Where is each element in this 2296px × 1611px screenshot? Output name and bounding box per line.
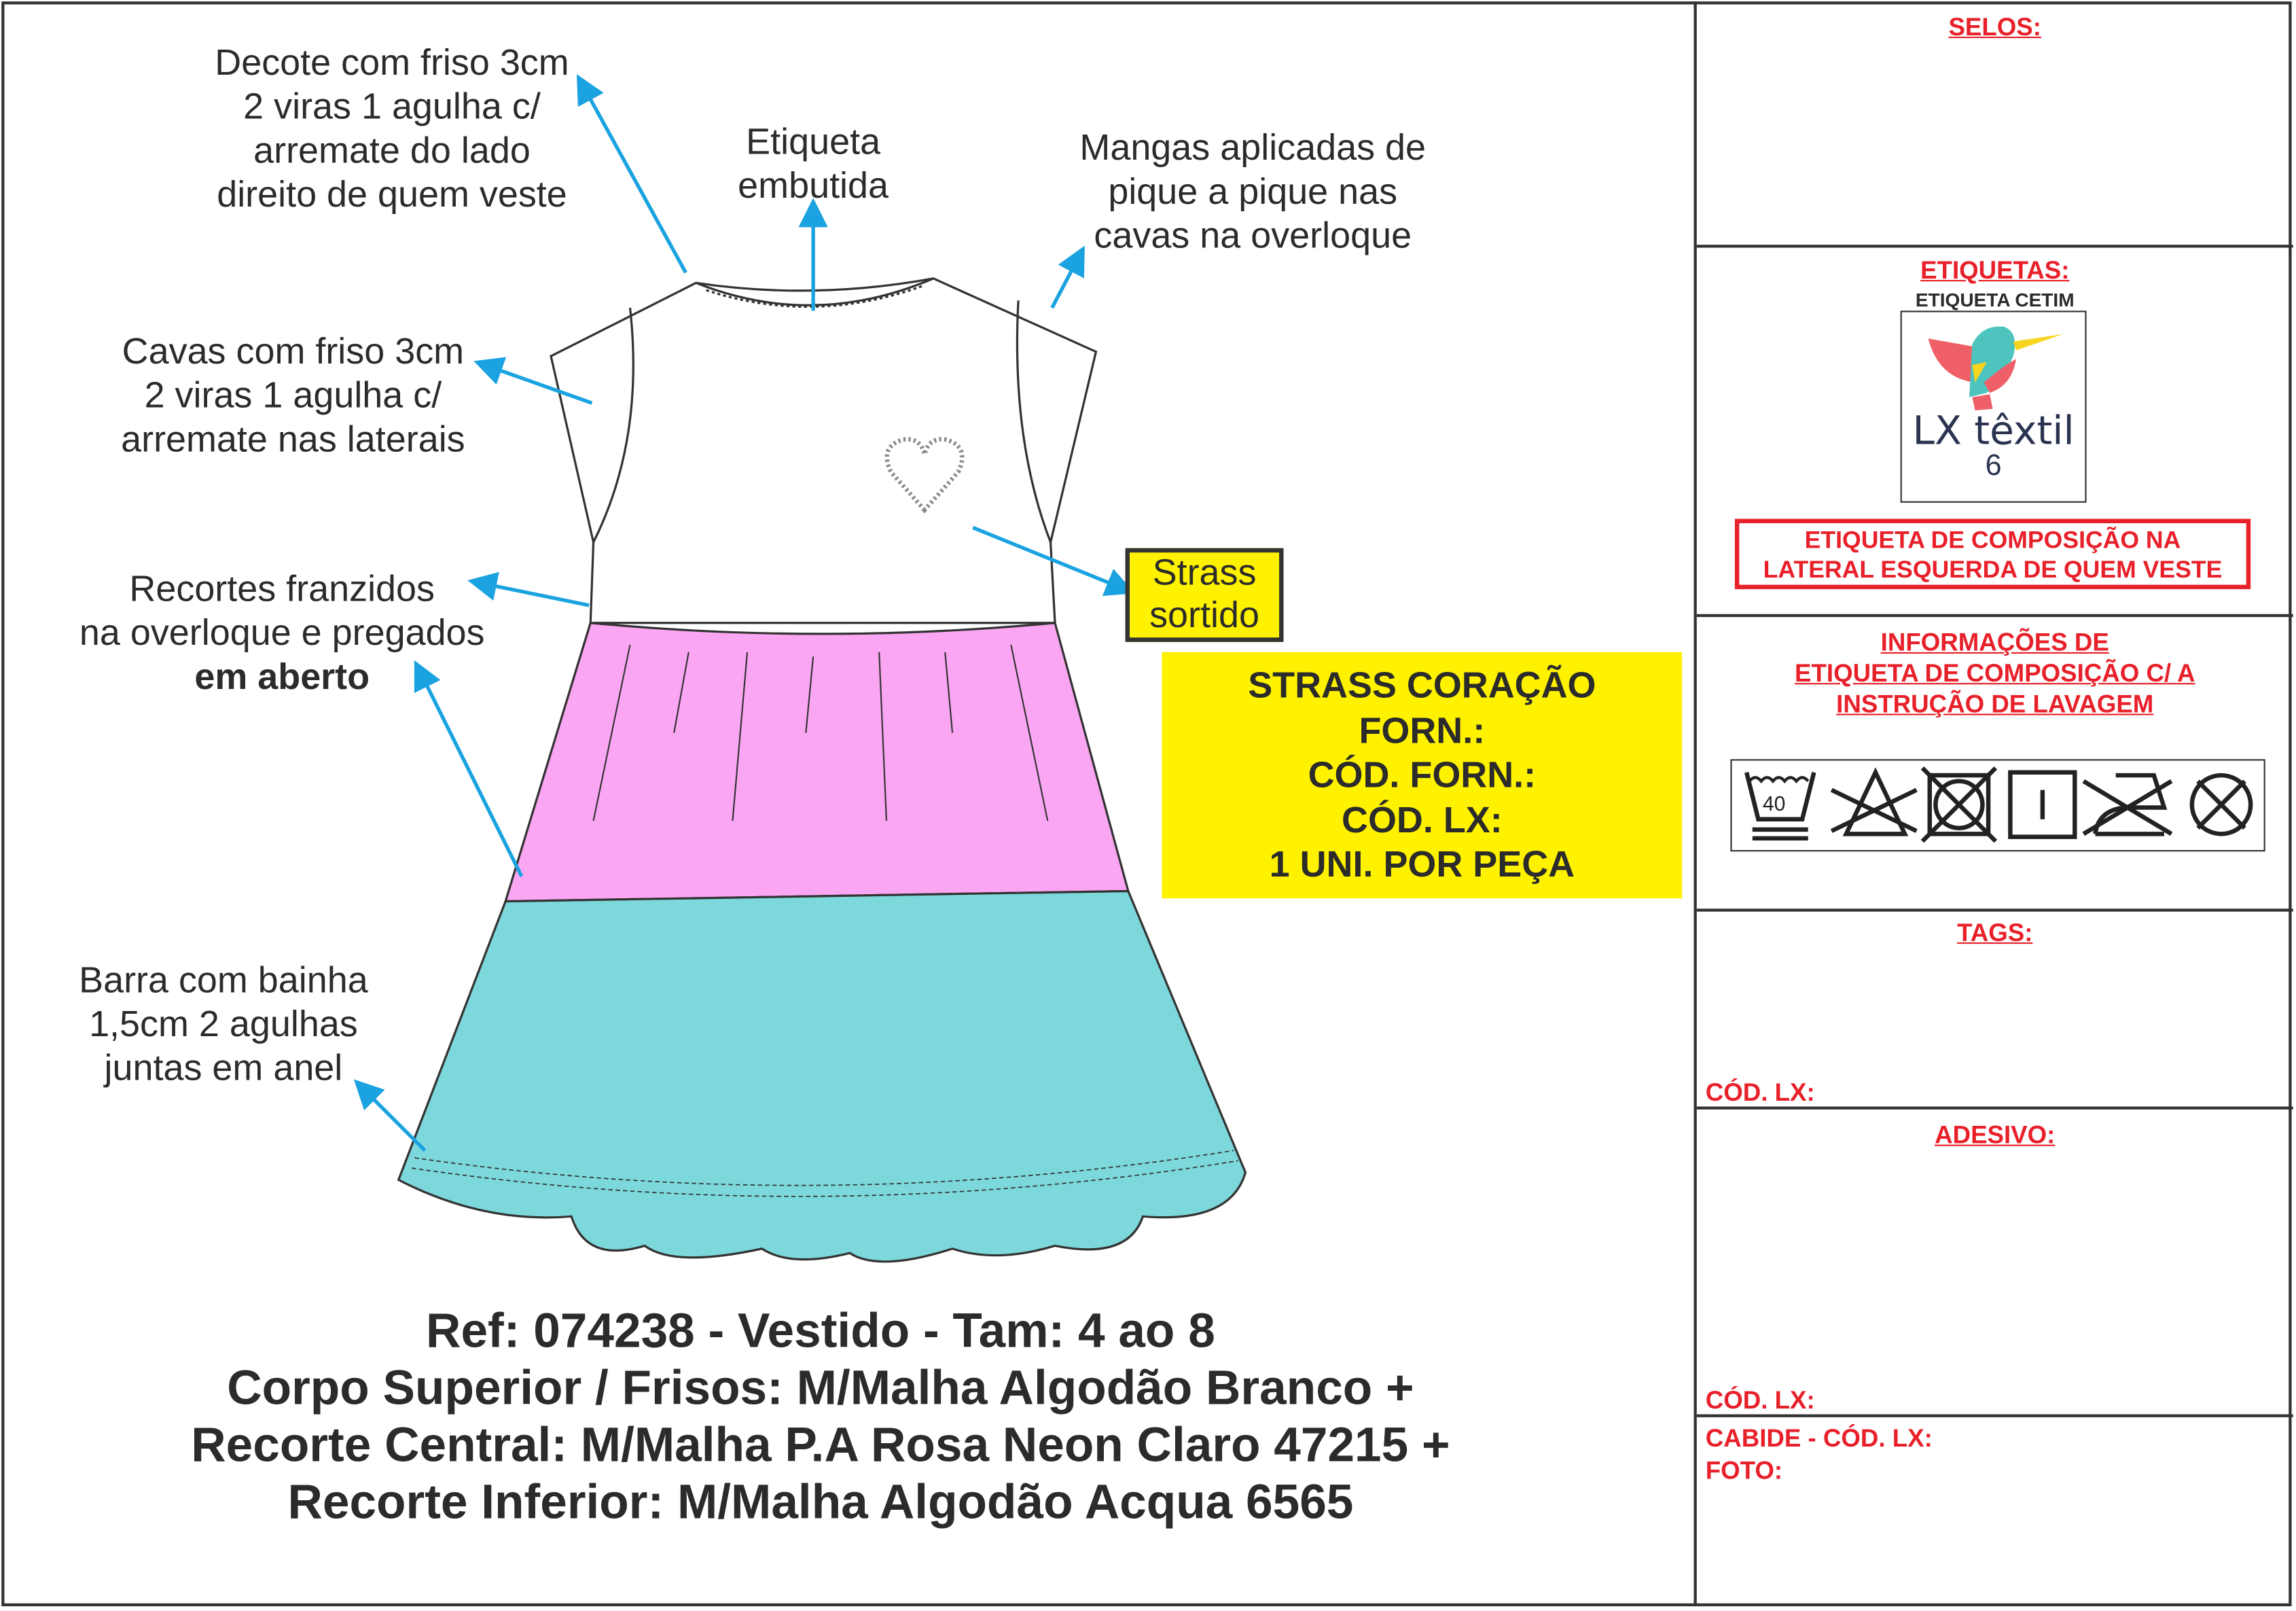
text: STRASS CORAÇÃO	[1248, 665, 1596, 707]
text: direito de quem veste	[217, 174, 567, 216]
logo-size: 6	[1985, 450, 2002, 482]
text: ETIQUETA DE COMPOSIÇÃO NA	[1804, 527, 2181, 554]
text: arremate nas laterais	[121, 419, 465, 461]
text: Recorte Central: M/Malha P.A Rosa Neon C…	[191, 1417, 1450, 1472]
text: CÓD. FORN.:	[1308, 754, 1537, 796]
hummingbird-icon	[1928, 326, 2064, 410]
text: juntas em anel	[104, 1048, 343, 1089]
text: arremate do lado	[253, 130, 531, 172]
text: FORN.:	[1359, 710, 1486, 751]
logo-text: LX têxtil	[1912, 408, 2075, 455]
no-iron-icon	[2082, 773, 2173, 836]
section-etiquetas: ETIQUETAS: ETIQUETA CETIM LX têxtil 6 ET…	[1696, 248, 2293, 618]
heading: ETIQUETAS:	[1920, 256, 2070, 285]
text: 1,5cm 2 agulhas	[89, 1004, 358, 1045]
section-adesivo: ADESIVO: CÓD. LX:	[1696, 1110, 2293, 1417]
text: Recortes franzidos	[129, 568, 435, 610]
wash-40-icon: 40	[1744, 771, 1816, 841]
text: Ref: 074238 - Vestido - Tam: 4 ao 8	[426, 1303, 1215, 1358]
heading: ADESIVO:	[1935, 1121, 2056, 1150]
right-panel: SELOS: ETIQUETAS: ETIQUETA CETIM LX têxt…	[1693, 1, 2293, 1607]
annotation-arrows	[353, 74, 1135, 1152]
care-symbols-svg: 40	[1744, 766, 2253, 843]
text: 1 UNI. POR PEÇA	[1269, 844, 1575, 885]
section-cabide: CABIDE - CÓD. LX: FOTO:	[1706, 1417, 1933, 1488]
svg-text:40: 40	[1763, 793, 1786, 815]
text: Strass	[1152, 552, 1257, 594]
text: 2 viras 1 agulha c/	[243, 86, 541, 128]
no-tumble-dry-icon	[1920, 766, 1998, 843]
text: pique a pique nas	[1108, 171, 1398, 213]
text: Etiqueta	[746, 122, 881, 163]
section-tags: TAGS: CÓD. LX:	[1696, 912, 2293, 1110]
heading: SELOS:	[1948, 13, 2042, 41]
text: Barra com bainha	[79, 959, 368, 1002]
text: Decote com friso 3cm	[215, 42, 569, 84]
text: Mangas aplicadas de	[1079, 127, 1427, 169]
dress-bottom-tier	[397, 889, 1247, 1263]
text: INFORMAÇÕES DE	[1880, 629, 2109, 657]
text: Cavas com friso 3cm	[122, 331, 465, 372]
label: ETIQUETA CETIM	[1915, 288, 2075, 311]
cod-lx-label: CÓD. LX:	[1705, 1386, 1815, 1415]
heading: TAGS:	[1957, 919, 2033, 947]
text: Recorte Inferior: M/Malha Algodão Acqua …	[287, 1474, 1354, 1529]
line-dry-icon	[2008, 770, 2077, 839]
cod-lx-label: CÓD. LX:	[1705, 1078, 1815, 1107]
section-selos: SELOS:	[1696, 1, 2293, 248]
text: na overloque e pregados	[79, 612, 485, 654]
text: CÓD. LX:	[1342, 799, 1503, 841]
text: em aberto	[194, 656, 370, 698]
care-symbols: 40	[1730, 759, 2265, 852]
text: cavas na overloque	[1094, 215, 1412, 257]
no-bleach-icon	[1830, 767, 1918, 836]
no-dry-clean-icon	[2189, 773, 2253, 836]
text: ETIQUETA DE COMPOSIÇÃO C/ A	[1795, 659, 2195, 688]
brand-logo: LX têxtil 6	[1900, 311, 2087, 503]
foto-label: FOTO:	[1705, 1457, 1783, 1485]
text: 2 viras 1 agulha c/	[144, 375, 442, 417]
dress-middle-tier	[503, 621, 1130, 903]
dress-bodice	[550, 277, 1098, 624]
text: Corpo Superior / Frisos: M/Malha Algodão…	[227, 1360, 1414, 1415]
dress-drawing	[353, 74, 1247, 1263]
text: INSTRUÇÃO DE LAVAGEM	[1836, 690, 2154, 718]
text: embutida	[738, 165, 889, 207]
cabide-label: CABIDE - CÓD. LX:	[1705, 1424, 1933, 1453]
text: sortido	[1149, 595, 1259, 637]
text: LATERAL ESQUERDA DE QUEM VESTE	[1763, 556, 2223, 584]
